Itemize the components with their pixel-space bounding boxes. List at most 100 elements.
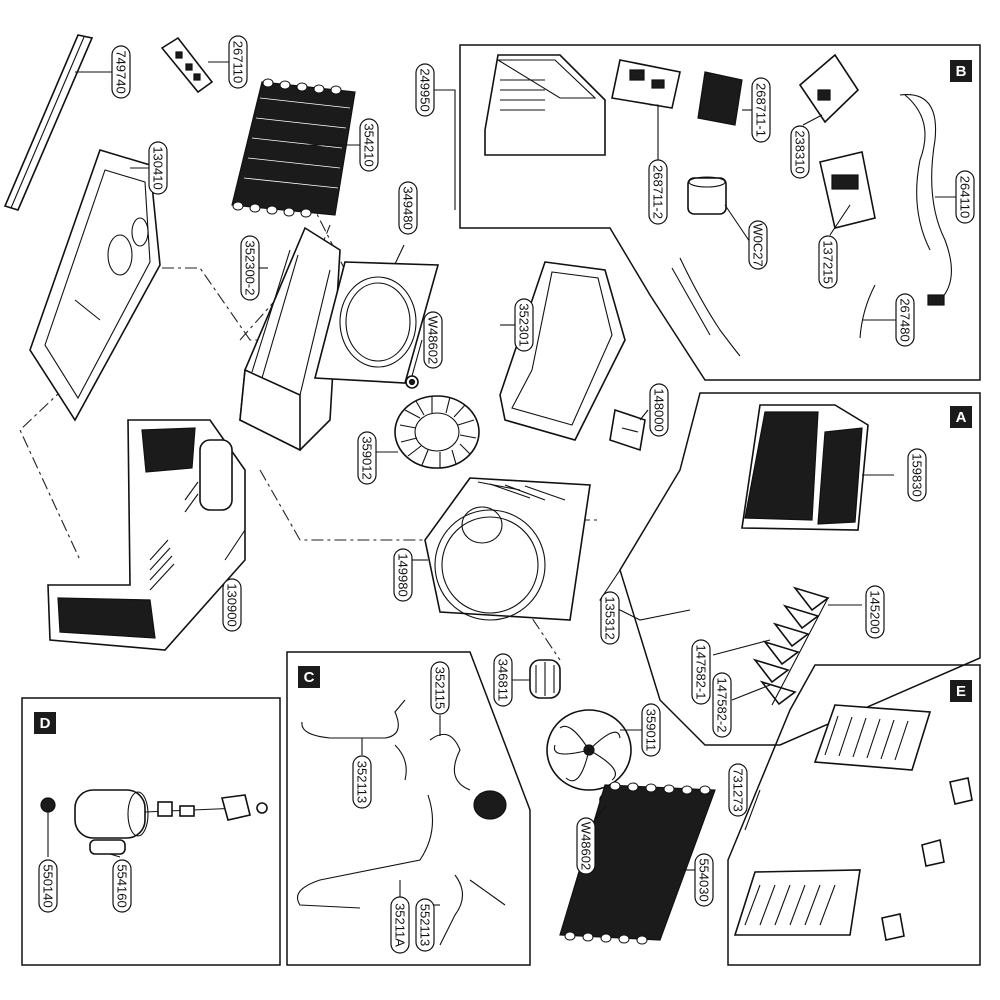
callout-w48602-bottom: W48602 xyxy=(576,817,596,875)
callout-130900: 130900 xyxy=(222,578,242,632)
label-238310: 238310 xyxy=(793,130,808,173)
axial-fan-blade-part xyxy=(546,709,632,791)
callout-238310: 238310 xyxy=(790,125,810,179)
section-a-badge xyxy=(950,406,972,428)
callout-731273: 731273 xyxy=(728,763,748,817)
callout-w48602-top: W48602 xyxy=(423,311,443,369)
long-bar-part xyxy=(3,34,94,211)
front-panel-part xyxy=(741,404,869,531)
callout-552113: 552113 xyxy=(415,898,435,952)
sensor-wire-part xyxy=(859,284,876,339)
callout-554160: 554160 xyxy=(112,859,132,913)
callout-349480: 349480 xyxy=(398,181,418,235)
callout-346811: 346811 xyxy=(493,653,513,707)
section-e-letter: E xyxy=(956,683,966,700)
section-a-frame: A xyxy=(619,392,981,746)
callout-147582-1: 147582-1 xyxy=(691,639,711,705)
callout-130410: 130410 xyxy=(148,141,168,195)
label-148000: 148000 xyxy=(652,388,667,431)
label-352115: 352115 xyxy=(433,667,448,709)
section-b-letter: B xyxy=(956,63,967,80)
callout-268711-2: 268711-2 xyxy=(648,159,668,225)
capacitor-part xyxy=(687,176,727,215)
upper-filter-part xyxy=(813,704,932,771)
label-249950: 249950 xyxy=(418,68,433,111)
label-267110: 267110 xyxy=(231,41,246,83)
callout-359012: 359012 xyxy=(357,431,377,485)
evaporator-coil-part xyxy=(231,78,356,218)
label-354210: 354210 xyxy=(362,123,377,166)
main-control-board-part xyxy=(611,59,681,109)
section-e-frame: E xyxy=(727,664,981,966)
evaporator-housing-part xyxy=(239,226,341,452)
callout-550140: 550140 xyxy=(38,859,58,913)
manual-booklet-part xyxy=(798,53,860,124)
section-b-frame: B xyxy=(459,44,981,381)
callout-359011: 359011 xyxy=(641,703,661,757)
wrapper-cabinet-part xyxy=(47,419,246,651)
callout-352301: 352301 xyxy=(514,298,534,352)
label-359012: 359012 xyxy=(360,436,375,479)
callout-149980: 149980 xyxy=(393,548,413,602)
condenser-coil-part xyxy=(559,781,716,945)
label-130900: 130900 xyxy=(225,583,240,626)
callout-147582-2: 147582-2 xyxy=(712,672,732,738)
section-c-frame: C xyxy=(286,651,531,966)
display-board-part xyxy=(697,71,743,126)
label-731273: 731273 xyxy=(731,768,746,811)
section-c-badge xyxy=(298,666,320,688)
label-349480: 349480 xyxy=(401,186,416,229)
section-e-badge xyxy=(950,680,972,702)
label-145200: 145200 xyxy=(868,590,883,633)
label-268711-1: 268711-1 xyxy=(754,83,769,137)
section-d-letter: D xyxy=(40,715,51,732)
callout-352300-2: 352300-2 xyxy=(240,235,260,301)
callout-352115: 352115 xyxy=(430,661,450,715)
callout-249950: 249950 xyxy=(415,63,435,117)
label-346811: 346811 xyxy=(496,659,511,701)
fan-motor-part xyxy=(529,659,561,699)
label-264110: 264110 xyxy=(958,176,973,218)
label-147582-1: 147582-1 xyxy=(694,645,709,700)
label-352301: 352301 xyxy=(517,303,532,346)
section-c-letter: C xyxy=(304,669,315,686)
orifice-plate-part xyxy=(313,261,440,384)
label-w0c27: W0C27 xyxy=(751,223,766,266)
callout-267480: 267480 xyxy=(895,293,915,347)
control-box-part xyxy=(484,54,606,156)
label-147582-2: 147582-2 xyxy=(715,678,730,733)
label-135312: 135312 xyxy=(603,596,618,639)
section-a-letter: A xyxy=(956,409,967,426)
label-w48602-top: W48602 xyxy=(426,316,441,364)
label-554160: 554160 xyxy=(115,864,130,907)
callout-159830: 159830 xyxy=(907,448,927,502)
label-35211a: 35211A xyxy=(393,903,408,947)
remote-control-part xyxy=(160,36,214,94)
label-552113: 552113 xyxy=(418,904,433,946)
lower-filter-part xyxy=(733,869,861,936)
label-550140: 550140 xyxy=(41,864,56,907)
refrigerant-tube-set-part xyxy=(296,699,507,946)
mounting-brackets-part xyxy=(881,777,973,941)
label-159830: 159830 xyxy=(910,453,925,496)
callout-137215: 137215 xyxy=(818,235,838,289)
compressor-assembly-part xyxy=(40,789,268,855)
label-149980: 149980 xyxy=(396,553,411,596)
section-b-badge xyxy=(950,60,972,82)
label-267480: 267480 xyxy=(898,298,913,341)
label-268711-2: 268711-2 xyxy=(651,165,666,219)
power-cord-part xyxy=(899,94,952,306)
section-d-frame: D xyxy=(21,697,281,966)
callout-148000: 148000 xyxy=(649,383,669,437)
wire-harness-part xyxy=(671,257,741,357)
label-w48602-bottom: W48602 xyxy=(579,822,594,870)
callout-145200: 145200 xyxy=(865,585,885,639)
base-pan-part xyxy=(29,149,161,422)
callout-354210: 354210 xyxy=(359,118,379,172)
callout-264110: 264110 xyxy=(955,170,975,224)
label-359011: 359011 xyxy=(644,709,659,751)
callout-w0c27: W0C27 xyxy=(748,220,768,270)
label-352300-2: 352300-2 xyxy=(243,241,258,296)
leader-lines xyxy=(47,61,956,906)
